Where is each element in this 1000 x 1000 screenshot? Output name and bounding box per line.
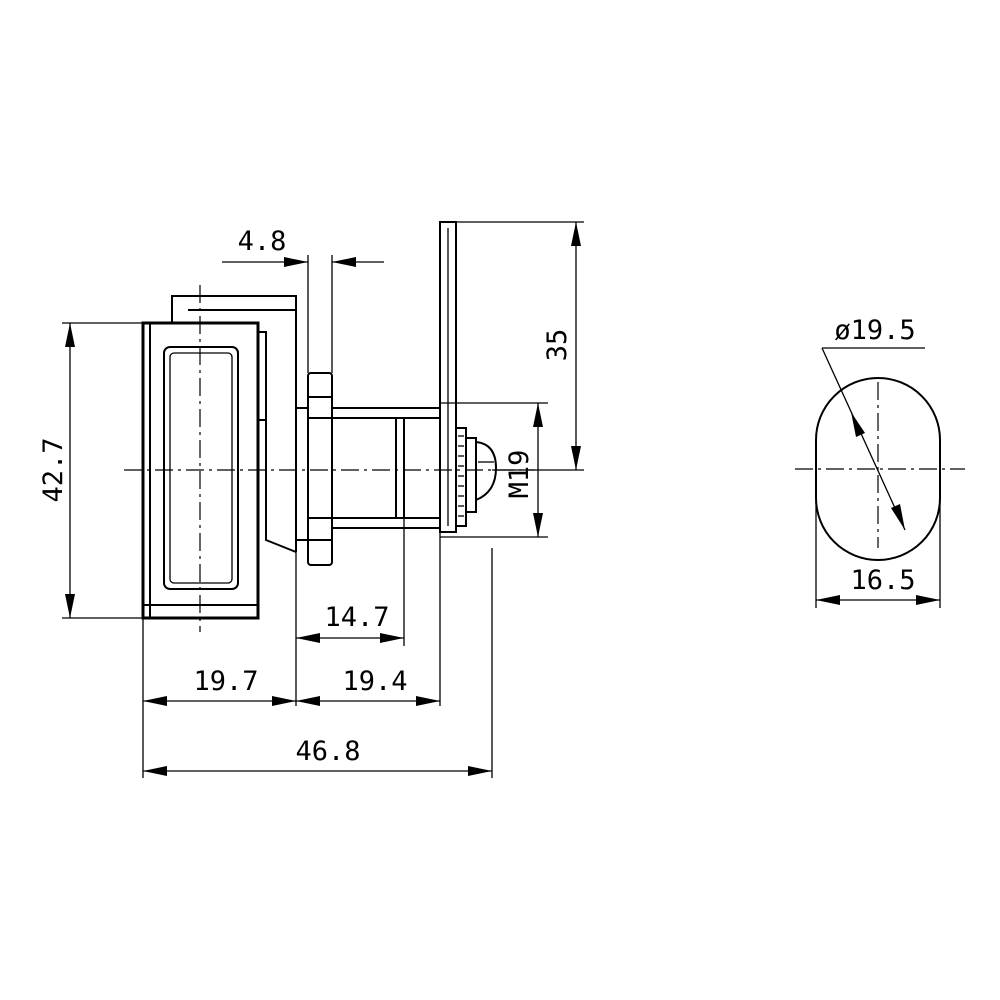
front-view: ø19.5 16.5 [795,315,965,608]
dim-front-length-label: 19.7 [193,666,258,697]
dim-lever-height-label: 35 [542,329,573,362]
hex-nut [307,372,333,566]
dim-lever-height: 35 [456,221,584,471]
cam-lever [439,221,457,533]
dim-overall-length-label: 46.8 [295,736,360,767]
dim-barrel-length: 14.7 [295,518,405,706]
dim-body-height: 42.7 [38,322,143,619]
dim-body-height-label: 42.7 [38,437,69,502]
dim-thread-label: M19 [504,450,535,499]
lock-body [141,295,297,620]
barrel [295,407,441,552]
dim-flat-width: 16.5 [815,498,941,608]
dim-diameter-label: ø19.5 [834,315,915,346]
dim-thickness: 4.8 [222,226,384,373]
screw-head [455,427,498,527]
dim-thread: M19 [440,402,548,538]
dim-rear-length-label: 19.4 [342,666,407,697]
dim-rear-length: 19.4 [296,532,441,706]
side-view: 4.8 35 M19 42.7 [38,221,584,778]
dim-thickness-label: 4.8 [238,226,287,257]
dim-diameter: ø19.5 [821,315,925,531]
dim-overall-length: 46.8 [143,548,493,778]
dim-barrel-length-label: 14.7 [324,602,389,633]
dim-front-length: 19.7 [142,618,296,778]
dim-flat-width-label: 16.5 [850,565,915,596]
